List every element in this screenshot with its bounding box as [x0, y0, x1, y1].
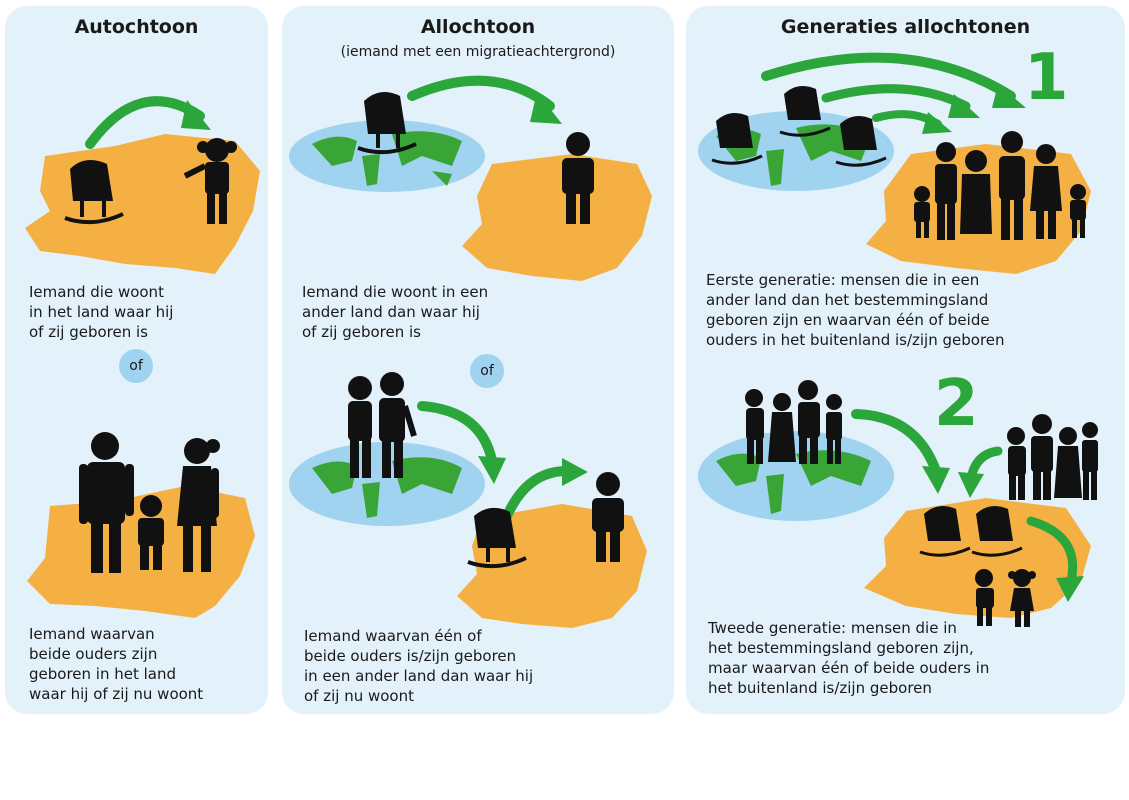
arrow-head — [478, 456, 506, 484]
cradle-icon — [357, 92, 417, 155]
definition-text: Iemand waarvan één of beide ouders is/zi… — [304, 627, 534, 705]
father-figure — [79, 432, 134, 573]
arrow — [502, 466, 572, 521]
arrow-head — [922, 466, 950, 494]
parents-figures — [745, 380, 842, 464]
world-land — [716, 450, 871, 514]
world-land — [312, 457, 462, 518]
cradle-icon — [711, 112, 763, 165]
arrow — [417, 401, 497, 466]
panel-allochtoon: Allochtoon (iemand met een migratieachte… — [282, 6, 674, 714]
arrow-head — [948, 94, 980, 118]
family-figures — [914, 131, 1086, 240]
panel-title: Autochtoon — [74, 16, 199, 38]
arrow — [1026, 516, 1078, 586]
definition-text: Tweede generatie: mensen die in het best… — [708, 619, 990, 697]
parents-figure — [348, 372, 417, 478]
illustration-allochtoon — [289, 75, 652, 628]
cradle-icon — [919, 505, 971, 557]
generation-number: 1 — [1024, 41, 1069, 115]
arrow-head — [1056, 576, 1084, 602]
parents-figures — [1007, 414, 1098, 500]
definition-text: Iemand die woont in een ander land dan w… — [302, 283, 489, 341]
world-land — [312, 131, 462, 186]
arrow — [821, 84, 971, 111]
definition-text: Iemand waarvan beide ouders zijn geboren… — [29, 625, 204, 703]
cradle-icon — [64, 160, 124, 225]
cradle-icon — [971, 505, 1023, 557]
child-figure — [138, 495, 164, 570]
generation-number: 2 — [934, 367, 979, 441]
child-figure — [562, 132, 594, 224]
definition-text: Eerste generatie: mensen die in een ande… — [706, 271, 1005, 349]
child-figure — [592, 472, 624, 562]
arrow-head — [992, 84, 1026, 108]
arrow-head — [181, 100, 211, 130]
arrow-head — [958, 472, 984, 498]
or-badge: of — [119, 349, 153, 383]
or-badge: of — [470, 354, 504, 388]
panel-autochtoon: Autochtoon — [5, 6, 268, 714]
arrow-head — [922, 112, 952, 134]
netherlands-map — [462, 154, 652, 281]
panel-title: Allochtoon — [420, 16, 536, 38]
panel-generaties: Generaties allochtonen — [686, 6, 1125, 714]
child-figure — [183, 138, 237, 224]
panel-subtitle: (iemand met een migratieachtergrond) — [340, 44, 616, 60]
cradle-icon — [835, 115, 887, 167]
illustration-autochtoon — [25, 96, 260, 618]
arrow-head — [530, 92, 562, 124]
arrow — [851, 409, 941, 476]
arrow — [407, 75, 555, 111]
mother-figure — [177, 438, 220, 572]
child-figures — [975, 569, 1036, 627]
cradle-icon — [467, 507, 527, 569]
arrow-head — [562, 458, 588, 486]
netherlands-map — [864, 498, 1091, 618]
definition-text: Iemand die woont in het land waar hij of… — [29, 283, 174, 341]
illustration-generaties — [698, 52, 1098, 627]
panel-title: Generaties allochtonen — [780, 16, 1031, 38]
cradle-icon — [779, 85, 831, 137]
arrow — [761, 52, 1016, 101]
